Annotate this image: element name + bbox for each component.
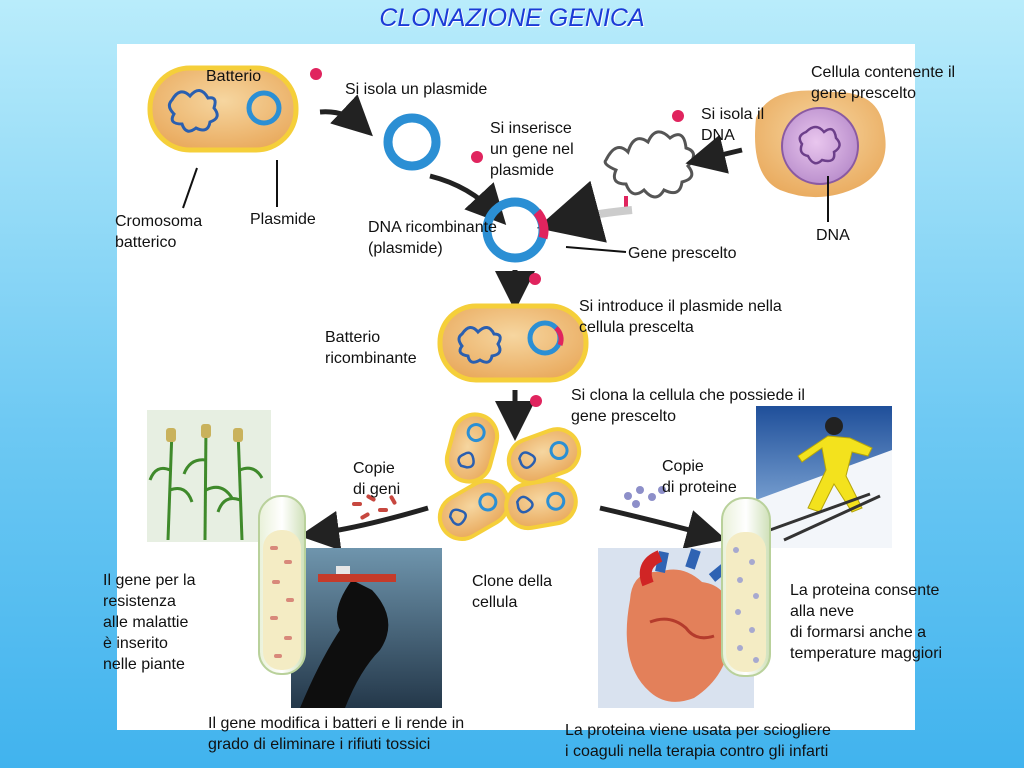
label-si-isola-plasmide: Si isola un plasmide (345, 81, 488, 98)
protein-copies (624, 486, 666, 508)
label-si-isola-dna: Si isola il DNA (701, 106, 765, 144)
page-title: CLONAZIONE GENICA (379, 4, 645, 32)
recombinant-bacterium (437, 303, 589, 383)
isolated-dna-strand (603, 130, 695, 210)
label-gene-batteri: Il gene modifica i batteri e li rende in… (208, 715, 465, 753)
red-dot-5 (530, 395, 542, 407)
red-dot-1 (310, 68, 322, 80)
isolated-plasmid (383, 113, 441, 171)
recombinant-plasmid (482, 197, 549, 263)
label-si-introduce: Si introduce il plasmide nella cellula p… (579, 298, 782, 336)
red-dot-4 (529, 273, 541, 285)
arrow-isolate-dna (685, 134, 743, 174)
label-gene-prescelto: Gene prescelto (628, 245, 737, 262)
label-dna: DNA (816, 227, 850, 244)
bacterium-cell (147, 65, 299, 153)
clone-cells (437, 412, 582, 541)
label-batterio-ricombinante: Batterio ricombinante (325, 329, 417, 367)
label-dna-ricombinante: DNA ricombinante (plasmide) (368, 219, 497, 257)
test-tube-right (721, 497, 771, 677)
red-dot-2 (471, 151, 483, 163)
test-tube-left (258, 495, 306, 675)
label-cromosoma: Cromosoma batterico (115, 213, 203, 251)
label-si-clona: Si clona la cellula che possiede il gene… (571, 387, 805, 425)
label-proteina-coaguli: La proteina viene usata per sciogliere i… (565, 722, 831, 760)
arrow-to-proteins (599, 505, 727, 549)
ski-jumper-image (756, 406, 892, 548)
label-copie-proteine: Copie di proteine (662, 458, 737, 496)
arrow-isolate-plasmid (319, 94, 373, 137)
label-clone: Clone della cellula (472, 573, 553, 611)
label-proteina-neve: La proteina consente alla neve di formar… (790, 582, 943, 662)
arrow-to-genes (299, 505, 429, 551)
chromosome-pointer (182, 167, 198, 209)
corn-plant-image (147, 410, 271, 542)
label-cellula-contenente: Cellula contenente il gene prescelto (811, 64, 956, 102)
gene-copies (352, 494, 397, 520)
gene-pointer (565, 246, 627, 253)
arrow-gene-to-plasmid (536, 180, 633, 243)
donor-cell (755, 90, 886, 198)
label-copie-geni: Copie di geni (353, 460, 401, 498)
arrow-insert-gene (429, 173, 507, 225)
label-batterio: Batterio (206, 68, 262, 85)
label-gene-resistenza: Il gene per la resistenza alle malattie … (103, 572, 196, 673)
label-plasmide: Plasmide (250, 211, 316, 228)
red-dot-3 (672, 110, 684, 122)
label-si-inserisce: Si inserisce un gene nel plasmide (490, 120, 574, 179)
oil-spill-image (291, 548, 442, 708)
